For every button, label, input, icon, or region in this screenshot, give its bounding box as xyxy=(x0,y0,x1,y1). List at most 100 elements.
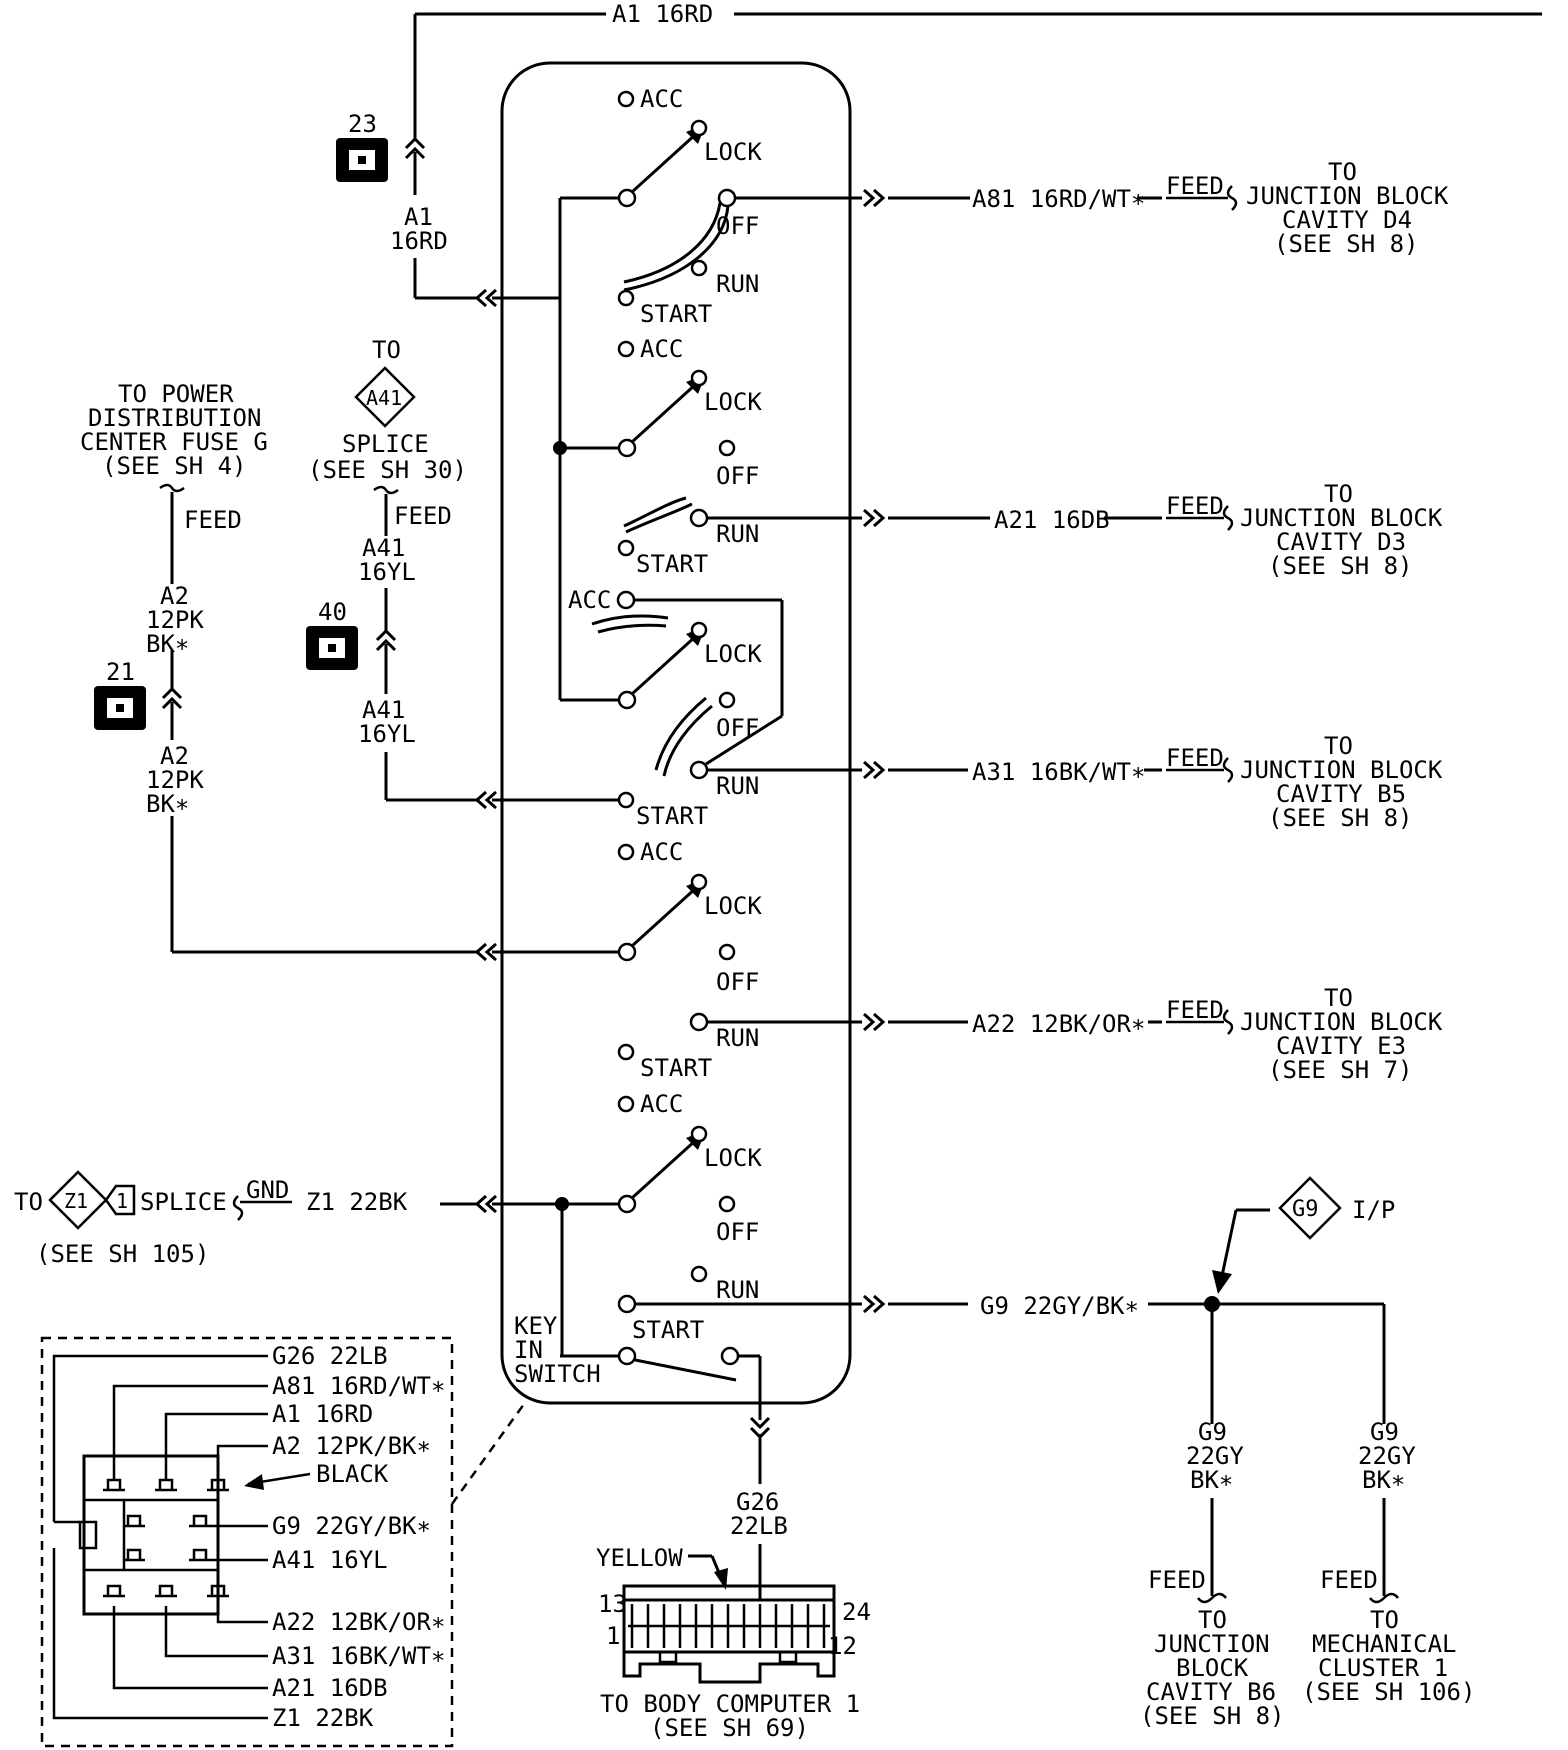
a41-feed-label: FEED xyxy=(394,502,452,530)
power-feed-bracket xyxy=(159,483,185,493)
g9-right-dest-3: CLUSTER 1 xyxy=(1318,1654,1448,1682)
g9-right-branch-2: 22GY xyxy=(1358,1442,1416,1470)
output-4-dest-1: TO xyxy=(1324,984,1353,1012)
s2-lock: LOCK xyxy=(704,388,762,416)
s5-off: OFF xyxy=(716,1218,759,1246)
output-1-dest-4: (SEE SH 8) xyxy=(1274,230,1419,258)
g9-left-dest-2: JUNCTION xyxy=(1154,1630,1270,1658)
a41-upper-2: 16YL xyxy=(358,558,416,586)
s2-acc: ACC xyxy=(640,335,683,363)
cv-wire-5: G9 22GY/BK∗ xyxy=(272,1512,431,1540)
s2-start: START xyxy=(636,550,708,578)
top-wire-label: A1 16RD xyxy=(612,0,713,28)
output-2-dest-2: JUNCTION BLOCK xyxy=(1240,504,1443,532)
switch-section-4 xyxy=(617,843,1162,1061)
g9-wire: G9 22GY/BK∗ xyxy=(980,1292,1139,1320)
body-computer-dest-1: TO BODY COMPUTER 1 xyxy=(600,1690,860,1718)
gnd-label: GND xyxy=(246,1176,289,1204)
s3-acc: ACC xyxy=(568,586,611,614)
s5-start: START xyxy=(632,1316,704,1344)
switch-section-3 xyxy=(591,590,1162,809)
connector-40-label: 40 xyxy=(318,598,347,626)
ground-to: TO xyxy=(14,1188,43,1216)
key-in-label-2: IN xyxy=(514,1336,543,1364)
cv-wire-7: A22 12BK/OR∗ xyxy=(272,1608,445,1636)
cv-wire-10: Z1 22BK xyxy=(272,1704,374,1732)
body-computer-pin-bl: 1 xyxy=(606,1622,620,1650)
s3-run: RUN xyxy=(716,772,759,800)
body-computer-dest-2: (SEE SH 69) xyxy=(650,1714,809,1742)
g9-right-dest-1: TO xyxy=(1370,1606,1399,1634)
connector-23 xyxy=(336,138,388,182)
output-1-dest-2: JUNCTION BLOCK xyxy=(1246,182,1449,210)
splice-z1-id: Z1 xyxy=(64,1189,88,1213)
splice-z1-word: SPLICE xyxy=(140,1188,227,1216)
output-2-feed: FEED xyxy=(1166,492,1224,520)
output-1-dest-3: CAVITY D4 xyxy=(1282,206,1412,234)
g9-wiring xyxy=(1148,1176,1399,1604)
output-1-wire: A81 16RD/WT∗ xyxy=(972,185,1145,213)
connector-view-inset xyxy=(40,1336,526,1748)
a2-upper-2: 12PK xyxy=(146,606,204,634)
splice-a41-label-2: (SEE SH 30) xyxy=(308,456,467,484)
s4-lock: LOCK xyxy=(704,892,762,920)
power-feed-label: FEED xyxy=(184,506,242,534)
s2-run: RUN xyxy=(716,520,759,548)
wire-a2 xyxy=(161,492,619,962)
g9-left-dest-1: TO xyxy=(1198,1606,1227,1634)
s5-lock: LOCK xyxy=(704,1144,762,1172)
splice-a41-id: A41 xyxy=(366,386,402,410)
a41-lower-2: 16YL xyxy=(358,720,416,748)
a2-upper-1: A2 xyxy=(160,582,189,610)
body-computer-connector xyxy=(622,1544,836,1684)
s3-off: OFF xyxy=(716,714,759,742)
output-3-dest-4: (SEE SH 8) xyxy=(1268,804,1413,832)
s3-start: START xyxy=(636,802,708,830)
key-in-label-1: KEY xyxy=(514,1312,558,1340)
g9-left-branch-2: 22GY xyxy=(1186,1442,1244,1470)
a2-lower-3: BK∗ xyxy=(146,790,189,818)
g9-right-dest-4: (SEE SH 106) xyxy=(1302,1678,1475,1706)
output-1-feed: FEED xyxy=(1166,172,1224,200)
key-in-switch xyxy=(560,1346,771,1484)
splice-a41-diamond xyxy=(354,366,416,428)
splice-z1-ref: (SEE SH 105) xyxy=(36,1240,209,1268)
connector-21-label: 21 xyxy=(106,658,135,686)
g26-wire-1: G26 xyxy=(736,1488,779,1516)
output-2-dest-3: CAVITY D3 xyxy=(1276,528,1406,556)
cv-wire-6: A41 16YL xyxy=(272,1546,388,1574)
cv-wire-1: G26 22LB xyxy=(272,1342,388,1370)
g9-ground-label: I/P xyxy=(1352,1196,1395,1224)
wire-z1 xyxy=(440,1194,619,1356)
z1-wire: Z1 22BK xyxy=(306,1188,408,1216)
s1-lock: LOCK xyxy=(704,138,762,166)
cv-wire-3: A1 16RD xyxy=(272,1400,373,1428)
a2-lower-1: A2 xyxy=(160,742,189,770)
output-3-dest-3: CAVITY B5 xyxy=(1276,780,1406,808)
output-4-wire: A22 12BK/OR∗ xyxy=(972,1010,1145,1038)
a1-wire-label: A1 xyxy=(404,203,433,231)
s4-start: START xyxy=(640,1054,712,1082)
power-dest-2: DISTRIBUTION xyxy=(88,404,261,432)
body-computer-pin-tl: 13 xyxy=(598,1590,627,1618)
s4-acc: ACC xyxy=(640,838,683,866)
s1-acc: ACC xyxy=(640,85,683,113)
output-4-dest-2: JUNCTION BLOCK xyxy=(1240,1008,1443,1036)
cv-wire-9: A21 16DB xyxy=(272,1674,388,1702)
s1-off: OFF xyxy=(716,212,759,240)
g9-ground-id: G9 xyxy=(1292,1197,1319,1222)
s3-lock: LOCK xyxy=(704,640,762,668)
s1-start: START xyxy=(640,300,712,328)
splice-a41-to: TO xyxy=(372,336,401,364)
output-3-dest-1: TO xyxy=(1324,732,1353,760)
output-4-feed: FEED xyxy=(1166,996,1224,1024)
splice-z1-diamond xyxy=(48,1170,136,1230)
s5-run: RUN xyxy=(716,1276,759,1304)
power-dest-3: CENTER FUSE G xyxy=(80,428,268,456)
g9-right-dest-2: MECHANICAL xyxy=(1312,1630,1457,1658)
a41-upper-1: A41 xyxy=(362,534,405,562)
body-computer-color: YELLOW xyxy=(596,1544,683,1572)
g9-right-branch-3: BK∗ xyxy=(1362,1466,1405,1494)
s4-run: RUN xyxy=(716,1024,759,1052)
g9-left-dest-3: BLOCK xyxy=(1176,1654,1249,1682)
